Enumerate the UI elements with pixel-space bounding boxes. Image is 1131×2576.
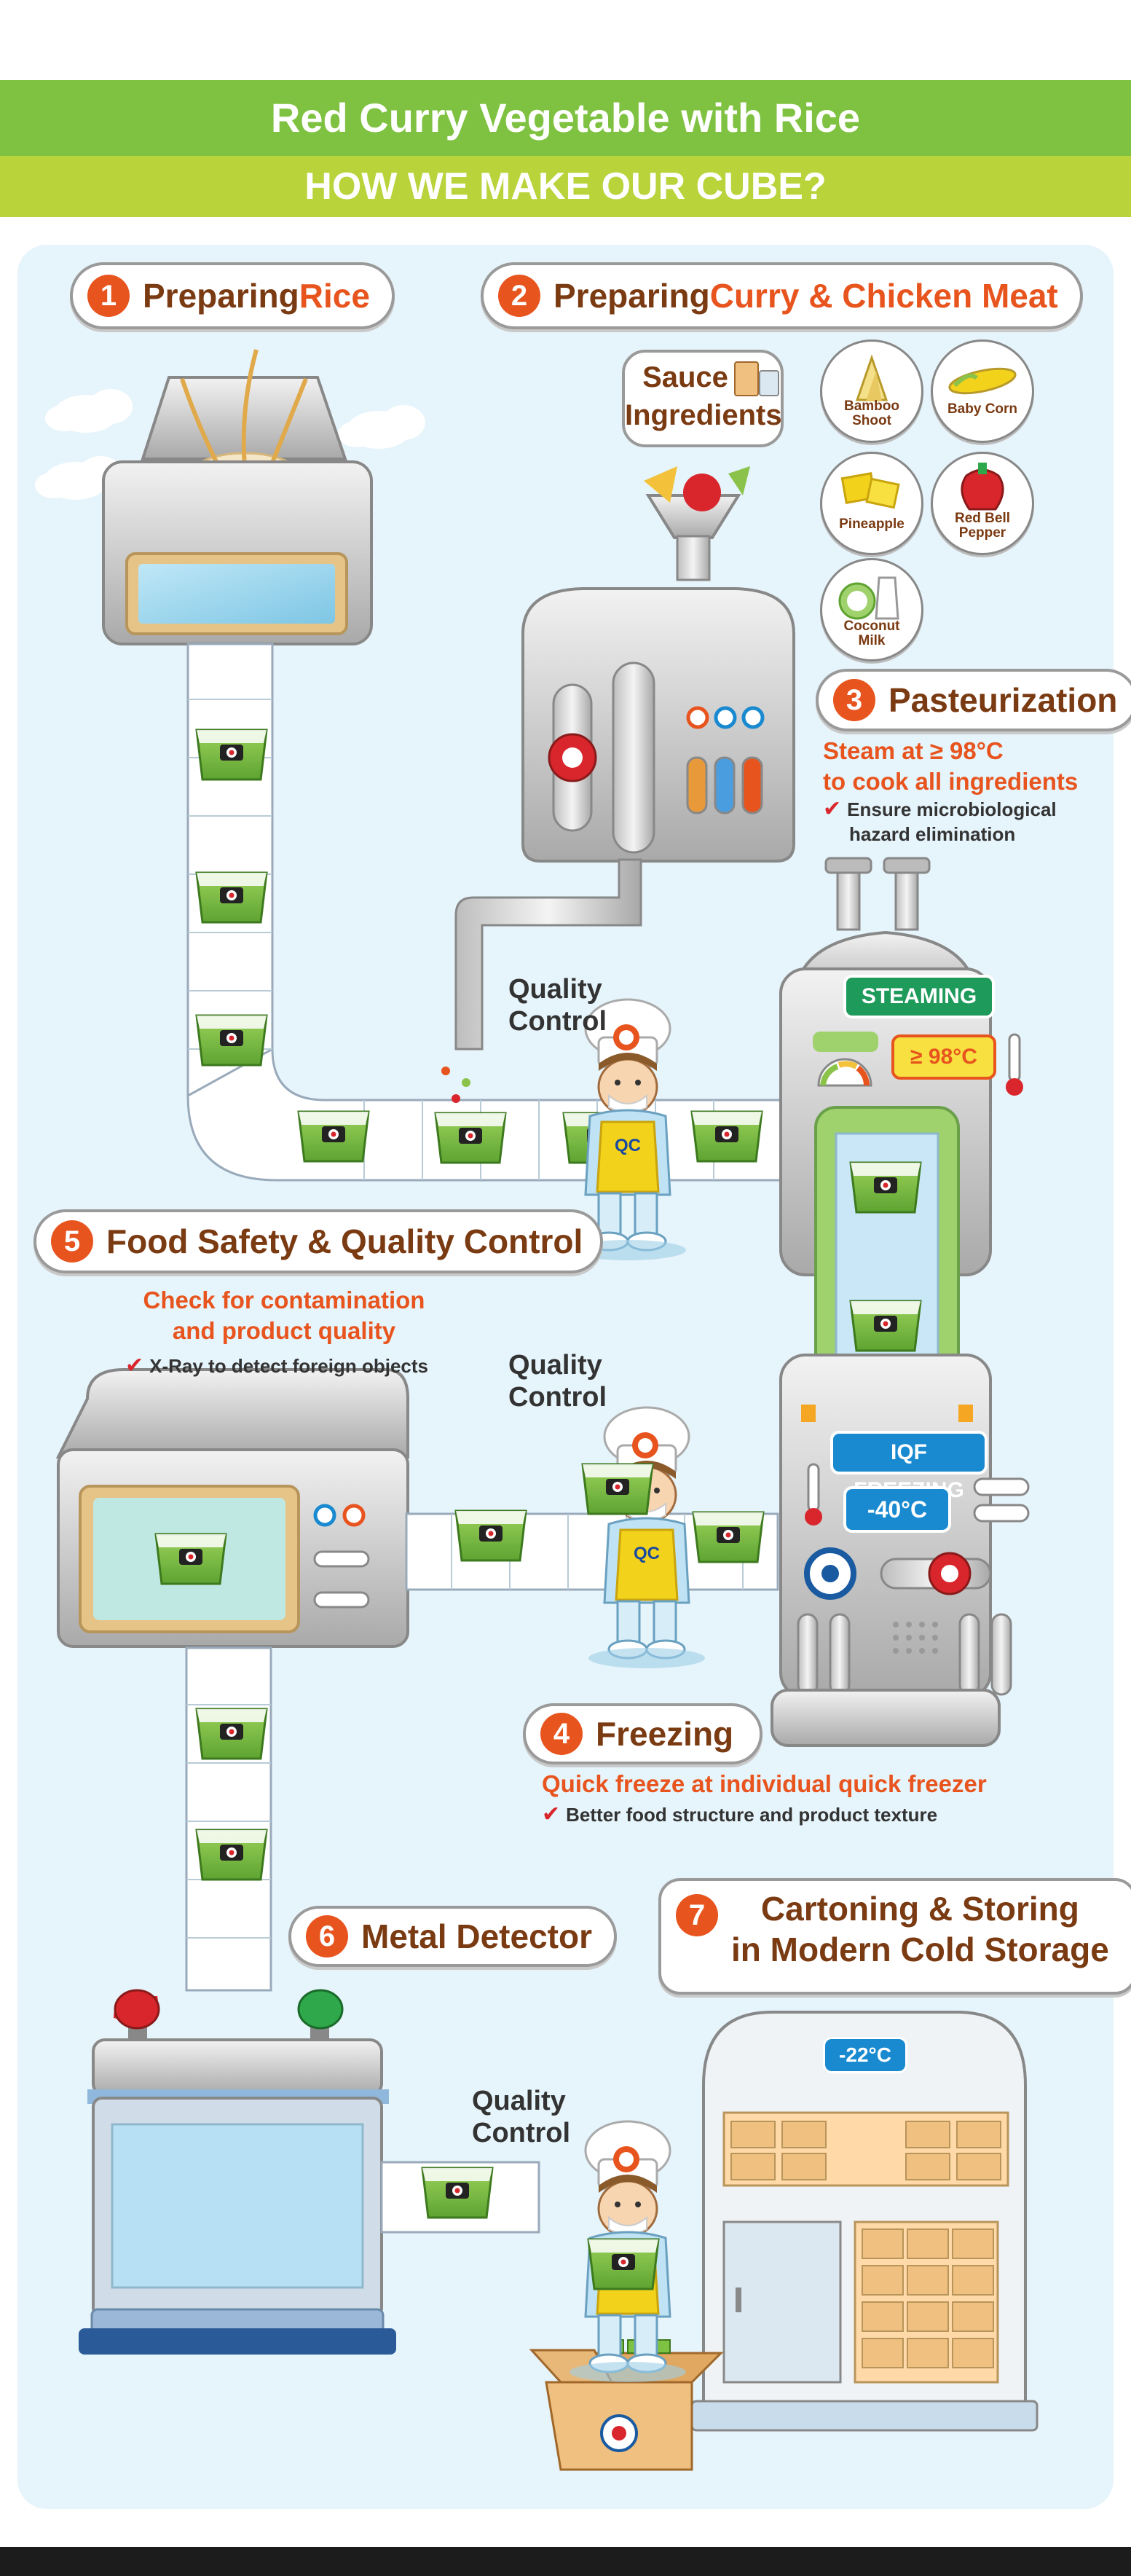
- rice-cooker-machine: [102, 349, 373, 645]
- step-1-title: Preparing: [143, 277, 299, 315]
- sauce-bottle-icon: [734, 361, 759, 396]
- step-1-highlight: Rice: [299, 277, 370, 315]
- step-3-title: Pasteurization: [888, 681, 1118, 719]
- qc-label-line1: Quality: [508, 1350, 602, 1381]
- freezing-check-text: Better food structure and product textur…: [566, 1804, 938, 1826]
- freezing-description: Quick freeze at individual quick freezer: [542, 1770, 987, 1797]
- curry-mixer-machine: [441, 466, 795, 1103]
- ingredient-label-line2: Pepper: [958, 525, 1006, 541]
- ingredient-label-line2: Shoot: [852, 413, 891, 428]
- bamboo-shoot-icon: [855, 354, 888, 401]
- ingredient-red-bell-pepper: Red Bell Pepper: [931, 452, 1034, 555]
- step-7-title-line2: in Modern Cold Storage: [731, 1931, 1109, 1968]
- ingredient-bamboo-shoot: Bamboo Shoot: [820, 339, 923, 443]
- food-safety-desc-line2: and product quality: [172, 1317, 396, 1344]
- food-safety-checkpoint: ✔X-Ray to detect foreign objects: [125, 1354, 428, 1378]
- conveyor-belt-down: [185, 1646, 272, 1992]
- step-7-title-line1: Cartoning & Storing: [760, 1890, 1079, 1928]
- checkmark-icon: ✔: [542, 1802, 561, 1826]
- food-safety-check-text: X-Ray to detect foreign objects: [149, 1355, 428, 1377]
- ingredient-label-line1: Bamboo: [844, 398, 899, 414]
- ingredient-baby-corn: Baby Corn: [931, 339, 1034, 443]
- qc-label-line2: Control: [472, 2118, 571, 2148]
- ingredient-label-line1: Red Bell: [954, 511, 1011, 526]
- metal-detector-machine: [79, 1989, 396, 2355]
- sauce-jar-icon: [759, 370, 779, 396]
- step-4-badge: 4 Freezing: [523, 1703, 763, 1764]
- step-6-title: Metal Detector: [361, 1917, 592, 1955]
- xray-machine: [55, 1368, 409, 1648]
- qc-label-line2: Control: [508, 1006, 607, 1037]
- title-bar: [0, 80, 1131, 156]
- quality-control-label: Quality Control: [472, 2085, 570, 2149]
- pasteurization-check-line2: hazard elimination: [849, 823, 1016, 845]
- ingredient-pineapple: Pineapple: [820, 452, 923, 555]
- quality-control-label: Quality Control: [508, 1349, 607, 1413]
- freezing-checkpoint: ✔Better food structure and product textu…: [542, 1802, 937, 1827]
- step-6-number: 6: [306, 1915, 348, 1957]
- cold-storage-temperature-display: -22°C: [823, 2037, 907, 2073]
- step-7-title: Cartoning & Storing in Modern Cold Stora…: [731, 1888, 1109, 1970]
- steaming-label: STEAMING: [843, 975, 995, 1018]
- iqf-freezing-label: IQF FREEZING: [830, 1431, 988, 1502]
- footer-bar: [0, 2547, 1131, 2576]
- step-5-number: 5: [51, 1220, 93, 1263]
- cold-storage-room: [690, 2011, 1039, 2432]
- subtitle-bar: [0, 156, 1131, 217]
- step-4-number: 4: [540, 1713, 583, 1755]
- step-1-number: 1: [87, 275, 130, 317]
- step-2-title: Preparing: [553, 277, 710, 315]
- step-2-number: 2: [498, 275, 540, 317]
- page-subtitle: HOW WE MAKE OUR CUBE?: [304, 165, 827, 208]
- step-4-title: Freezing: [596, 1715, 734, 1753]
- baby-corn-icon: [948, 367, 1017, 395]
- pasteurization-checkpoint: ✔Ensure microbiological hazard eliminati…: [823, 797, 1057, 847]
- sauce-label-line2: Ingredients: [625, 399, 782, 431]
- step-7-badge: 7 Cartoning & Storing in Modern Cold Sto…: [658, 1878, 1131, 1995]
- ingredient-label-line1: Baby Corn: [947, 401, 1018, 417]
- red-bell-pepper-icon: [961, 463, 1004, 511]
- checkmark-icon: ✔: [823, 797, 842, 821]
- checkmark-icon: ✔: [125, 1354, 144, 1378]
- quality-control-label: Quality Control: [508, 973, 607, 1037]
- step-5-title: Food Safety & Quality Control: [106, 1222, 583, 1260]
- sauce-label-line1: Sauce: [642, 361, 728, 393]
- steaming-temperature-display: ≥ 98°C: [891, 1034, 996, 1080]
- food-safety-description: Check for contamination and product qual…: [102, 1285, 466, 1346]
- ingredient-label-line1: Coconut: [843, 619, 900, 634]
- step-6-badge: 6 Metal Detector: [288, 1906, 617, 1967]
- qc-label-line2: Control: [508, 1382, 607, 1413]
- step-7-number: 7: [676, 1894, 718, 1936]
- ingredient-coconut-milk: Coconut Milk: [820, 558, 923, 661]
- qc-label-line1: Quality: [472, 2086, 566, 2116]
- pasteurization-description: Steam at ≥ 98°C to cook all ingredients: [823, 736, 1078, 797]
- step-2-highlight: Curry & Chicken Meat: [709, 277, 1058, 315]
- qc-label-line1: Quality: [508, 974, 602, 1005]
- step-5-badge: 5 Food Safety & Quality Control: [34, 1209, 604, 1273]
- sauce-ingredients-bubble: Sauce Ingredients: [622, 350, 784, 447]
- pasteurization-desc-line1: Steam at ≥ 98°C: [823, 737, 1004, 764]
- pasteurization-check-line1: Ensure microbiological: [847, 798, 1057, 820]
- page-title: Red Curry Vegetable with Rice: [270, 95, 861, 141]
- iqf-temperature-display: -40°C: [843, 1486, 951, 1533]
- ingredient-label-line1: Pineapple: [839, 517, 905, 532]
- pasteurization-desc-line2: to cook all ingredients: [823, 768, 1079, 795]
- pineapple-icon: [840, 472, 900, 509]
- step-3-number: 3: [833, 679, 875, 721]
- coconut-milk-icon: [838, 576, 899, 620]
- step-1-badge: 1 Preparing Rice: [70, 262, 395, 329]
- ingredient-label-line2: Milk: [858, 633, 886, 648]
- food-safety-desc-line1: Check for contamination: [143, 1287, 425, 1313]
- step-2-badge: 2 Preparing Curry & Chicken Meat: [481, 262, 1083, 329]
- step-3-badge: 3 Pasteurization: [816, 669, 1131, 731]
